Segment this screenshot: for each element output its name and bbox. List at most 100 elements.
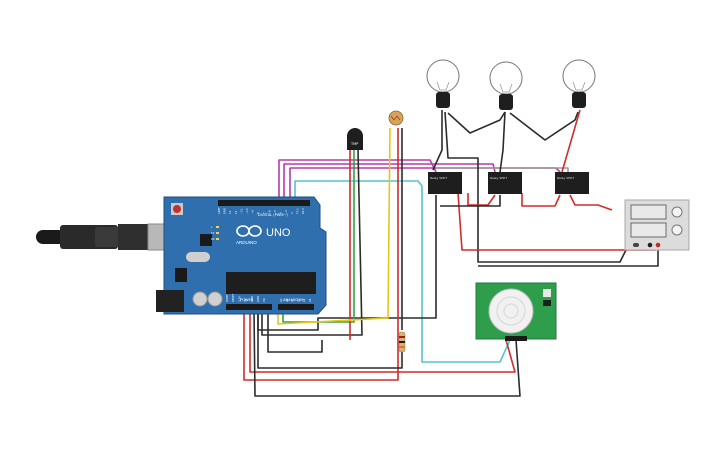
wire-resistor-bottom[interactable]: [257, 312, 403, 369]
board-leds: L TX RX: [211, 225, 219, 241]
wire-ldr-red[interactable]: [243, 128, 399, 381]
board-led-0: [216, 226, 219, 228]
digital-pin-label-14: TX 1: [295, 208, 299, 214]
wires: [243, 109, 659, 397]
power-pin-label-2: 3.3V: [237, 296, 241, 302]
digital-pin-label-7: 8: [256, 212, 260, 214]
power-pin-label-5: GND: [256, 296, 260, 302]
wire-lamp2-lamp3[interactable]: [509, 111, 579, 141]
board-led-2: [216, 238, 219, 240]
tmp-label: TMP: [350, 142, 358, 146]
wire-black-relay2[interactable]: [440, 195, 501, 207]
supply-knob-1[interactable]: [671, 206, 683, 218]
light-bulb-2[interactable]: [489, 61, 523, 110]
usb-chip: [200, 234, 212, 246]
pir-sensor[interactable]: [475, 282, 557, 341]
wire-magenta-1[interactable]: [278, 159, 437, 200]
relay-3[interactable]: Relay SPDT: [555, 172, 589, 194]
uno-logo: UNO: [266, 227, 291, 239]
wire-lamp1-lamp2[interactable]: [447, 111, 506, 134]
capacitor-1: [192, 291, 208, 307]
supply-display-1: [630, 204, 667, 220]
photoresistor[interactable]: [388, 110, 404, 126]
digital-label: DIGITAL (PWM~): [258, 213, 288, 217]
digital-pin-label-6: ~9: [251, 210, 255, 214]
capacitor-2: [207, 291, 223, 307]
digital-pin-label-12: ~3: [284, 210, 288, 214]
wire-black-bottom[interactable]: [267, 312, 323, 353]
wire-magenta-3[interactable]: [289, 167, 561, 200]
analog-label: ANALOG IN: [283, 298, 303, 302]
dc-jack: [156, 290, 184, 312]
wire-gray-relay[interactable]: [436, 167, 569, 172]
wire-pir-black[interactable]: [253, 311, 521, 397]
digital-pin-label-13: 2: [290, 212, 294, 214]
digital-pin-label-5: ~10: [245, 208, 249, 214]
pir-dome: [488, 288, 534, 334]
power-pin-label-1: RESET: [231, 293, 235, 302]
wire-red-relay3[interactable]: [521, 193, 561, 207]
digital-pin-label-9: ~6: [267, 210, 271, 214]
light-bulb-3[interactable]: [562, 59, 596, 108]
crystal: [186, 252, 210, 262]
relay-1[interactable]: Relay SPDT: [428, 172, 462, 194]
board-led-label-1: TX: [211, 231, 215, 235]
relay-2[interactable]: Relay SPDT: [488, 172, 522, 194]
power-pin-label-6: Vin: [262, 298, 266, 302]
usb-cable[interactable]: [36, 223, 183, 251]
wire-black-supply[interactable]: [478, 246, 659, 267]
digital-pin-label-15: RX 0: [301, 208, 305, 214]
digital-pin-label-11: 4: [279, 212, 283, 214]
wire-tmp-black[interactable]: [261, 149, 363, 336]
light-bulb-1[interactable]: [426, 59, 460, 108]
power-pin-label-4: GND: [250, 296, 254, 302]
wire-lamp1-down[interactable]: [444, 111, 629, 263]
analog-header: [278, 304, 314, 310]
microcontroller-chip: [226, 272, 316, 294]
relay-1-label: Relay SPDT: [430, 176, 447, 180]
wire-lamp1-relay[interactable]: [432, 110, 443, 171]
temperature-sensor[interactable]: TMP: [347, 128, 363, 150]
digital-pin-label-2: 13: [228, 210, 232, 214]
analog-pin-label-5: A5: [308, 298, 312, 302]
board-led-label-0: L: [211, 225, 213, 229]
analog-pin-label-1: A1: [285, 298, 289, 302]
wire-cyan[interactable]: [294, 180, 511, 363]
power-label: POWER: [240, 298, 254, 302]
analog-pin-label-0: A0: [279, 298, 283, 302]
relay-3-label: Relay SPDT: [557, 176, 574, 180]
regulator: [175, 268, 187, 282]
supply-terminal-red[interactable]: [655, 242, 661, 248]
relay-2-label: Relay SPDT: [490, 176, 507, 180]
board-led-label-2: RX: [211, 237, 215, 241]
wire-red-supply[interactable]: [569, 194, 613, 211]
supply-display-2: [630, 222, 667, 238]
board-led-1: [216, 232, 219, 234]
power-supply[interactable]: [624, 199, 690, 251]
brand-text: ARDUINO: [236, 240, 257, 245]
power-pin-label-0: IOREF: [225, 294, 229, 302]
wire-ldr-yellow[interactable]: [277, 127, 391, 325]
analog-pin-label-3: A3: [296, 298, 300, 302]
analog-pin-label-2: A2: [291, 298, 295, 302]
supply-terminal-black[interactable]: [647, 242, 653, 248]
arduino-logo-icon: [236, 225, 262, 237]
digital-pin-label-3: 12: [234, 210, 238, 214]
digital-pin-label-8: 7: [262, 212, 266, 214]
digital-pin-label-1: GND: [223, 208, 227, 214]
arduino-board[interactable]: UNO ARDUINO DIGITAL (PWM~) POWER ANALOG …: [156, 196, 327, 315]
wire-pir-red[interactable]: [249, 312, 516, 373]
wire-lamp2-relay[interactable]: [499, 111, 506, 173]
wire-red-relay2[interactable]: [467, 193, 496, 206]
resistor[interactable]: [398, 331, 406, 353]
supply-knob-2[interactable]: [671, 224, 683, 236]
digital-pin-label-10: ~5: [273, 210, 277, 214]
wire-red-lamp3[interactable]: [561, 109, 581, 173]
power-header: [226, 304, 272, 310]
digital-pin-label-0: AREF: [217, 207, 221, 214]
power-pin-label-3: 5V: [244, 298, 248, 302]
